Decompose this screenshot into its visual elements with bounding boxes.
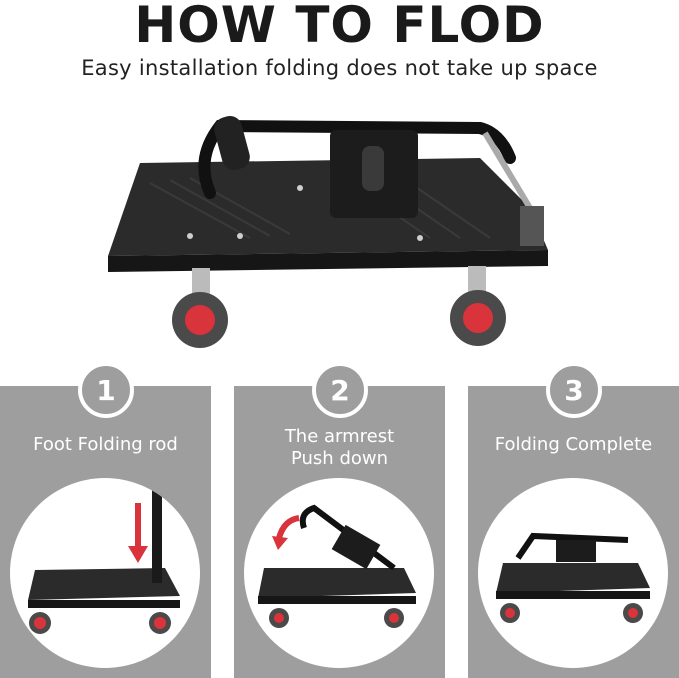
step-number-badge: 1 bbox=[78, 362, 134, 418]
step-number-badge: 3 bbox=[546, 362, 602, 418]
step-1-label-line: Foot Folding rod bbox=[33, 434, 178, 455]
step-2-label: The armrest Push down bbox=[234, 426, 445, 470]
step-2-label-line-1: The armrest bbox=[284, 426, 395, 447]
step-2-cart-illustration bbox=[258, 504, 416, 628]
step-1-label: Foot Folding rod bbox=[0, 434, 211, 456]
hero-cart-illustration bbox=[108, 115, 548, 348]
step-3-label: Folding Complete bbox=[468, 434, 679, 456]
step-3-label-line: Folding Complete bbox=[494, 434, 653, 455]
step-2-label-line-2: Push down bbox=[290, 448, 389, 469]
step-3-cart-illustration bbox=[496, 532, 650, 623]
page-title: HOW TO FLOD bbox=[134, 0, 545, 54]
step-1-cart-illustration bbox=[28, 488, 180, 634]
step-number-badge: 2 bbox=[312, 362, 368, 418]
step-3-image-circle bbox=[478, 478, 668, 668]
page-subtitle: Easy installation folding does not take … bbox=[81, 56, 598, 80]
step-1-image-circle bbox=[10, 478, 200, 668]
step-2-image-circle bbox=[244, 478, 434, 668]
